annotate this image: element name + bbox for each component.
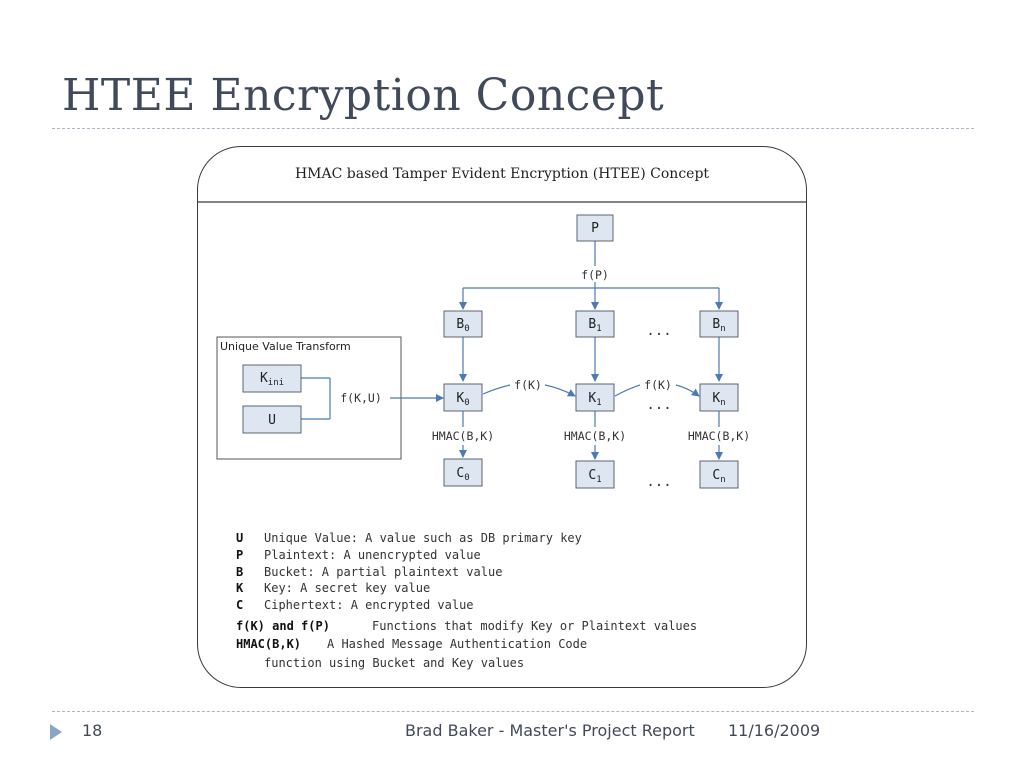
node-B0: B0	[443, 310, 483, 338]
svg-text:f(K) and f(P)Functions that mo: f(K) and f(P)Functions that modify Key o…	[236, 619, 697, 633]
label-hmac-1: HMAC(B,K)	[564, 429, 626, 443]
svg-text:Kn: Kn	[712, 391, 725, 408]
svg-text:Cn: Cn	[712, 468, 725, 485]
svg-text:C0: C0	[456, 466, 469, 483]
label-hmac-n: HMAC(B,K)	[688, 429, 750, 443]
svg-text:U: U	[268, 413, 276, 428]
slide-title: HTEE Encryption Concept	[62, 70, 665, 121]
ellipsis-c: ...	[646, 474, 671, 490]
ellipsis-b: ...	[646, 323, 671, 339]
triangle-bullet-icon	[50, 724, 62, 740]
title-divider	[52, 128, 974, 129]
slide-number: 18	[82, 721, 103, 740]
svg-text:HMAC(B,K)A Hashed Message Auth: HMAC(B,K)A Hashed Message Authentication…	[236, 637, 587, 651]
diagram-header: HMAC based Tamper Evident Encryption (HT…	[295, 166, 709, 182]
svg-text:K1: K1	[588, 391, 601, 408]
svg-text:B0: B0	[456, 317, 469, 334]
node-K0: K0	[443, 383, 483, 412]
label-fK-1: f(K)	[514, 378, 542, 392]
label-fKU: f(K,U)	[340, 391, 382, 405]
node-C0: C0	[443, 458, 483, 487]
label-hmac-0: HMAC(B,K)	[432, 429, 494, 443]
node-Bn: Bn	[699, 310, 739, 338]
svg-text:function using Bucket and Key: function using Bucket and Key values	[264, 656, 524, 670]
node-Kn: Kn	[699, 383, 739, 412]
ellipsis-k: ...	[646, 397, 671, 413]
uvt-box	[216, 336, 402, 460]
node-C1: C1	[575, 460, 615, 489]
node-Kini: Kini	[242, 364, 302, 393]
label-fK-2: f(K)	[644, 378, 672, 392]
svg-text:C1: C1	[588, 468, 601, 485]
connectors	[301, 241, 723, 460]
footer-divider	[52, 711, 974, 712]
node-B1: B1	[575, 310, 615, 338]
footer-date: 11/16/2009	[728, 721, 821, 740]
node-P: P	[576, 214, 614, 242]
node-Cn: Cn	[699, 460, 739, 489]
svg-text:Bn: Bn	[712, 317, 725, 334]
svg-text:K0: K0	[456, 391, 469, 408]
node-U: U	[242, 405, 302, 434]
label-fP: f(P)	[581, 268, 609, 282]
node-K1: K1	[575, 383, 615, 412]
svg-text:B1: B1	[588, 317, 601, 334]
uvt-label: Unique Value Transform	[220, 340, 351, 353]
footer-text: Brad Baker - Master's Project Report	[405, 721, 695, 740]
svg-text:P: P	[591, 221, 599, 236]
svg-text:Kini: Kini	[260, 371, 284, 388]
